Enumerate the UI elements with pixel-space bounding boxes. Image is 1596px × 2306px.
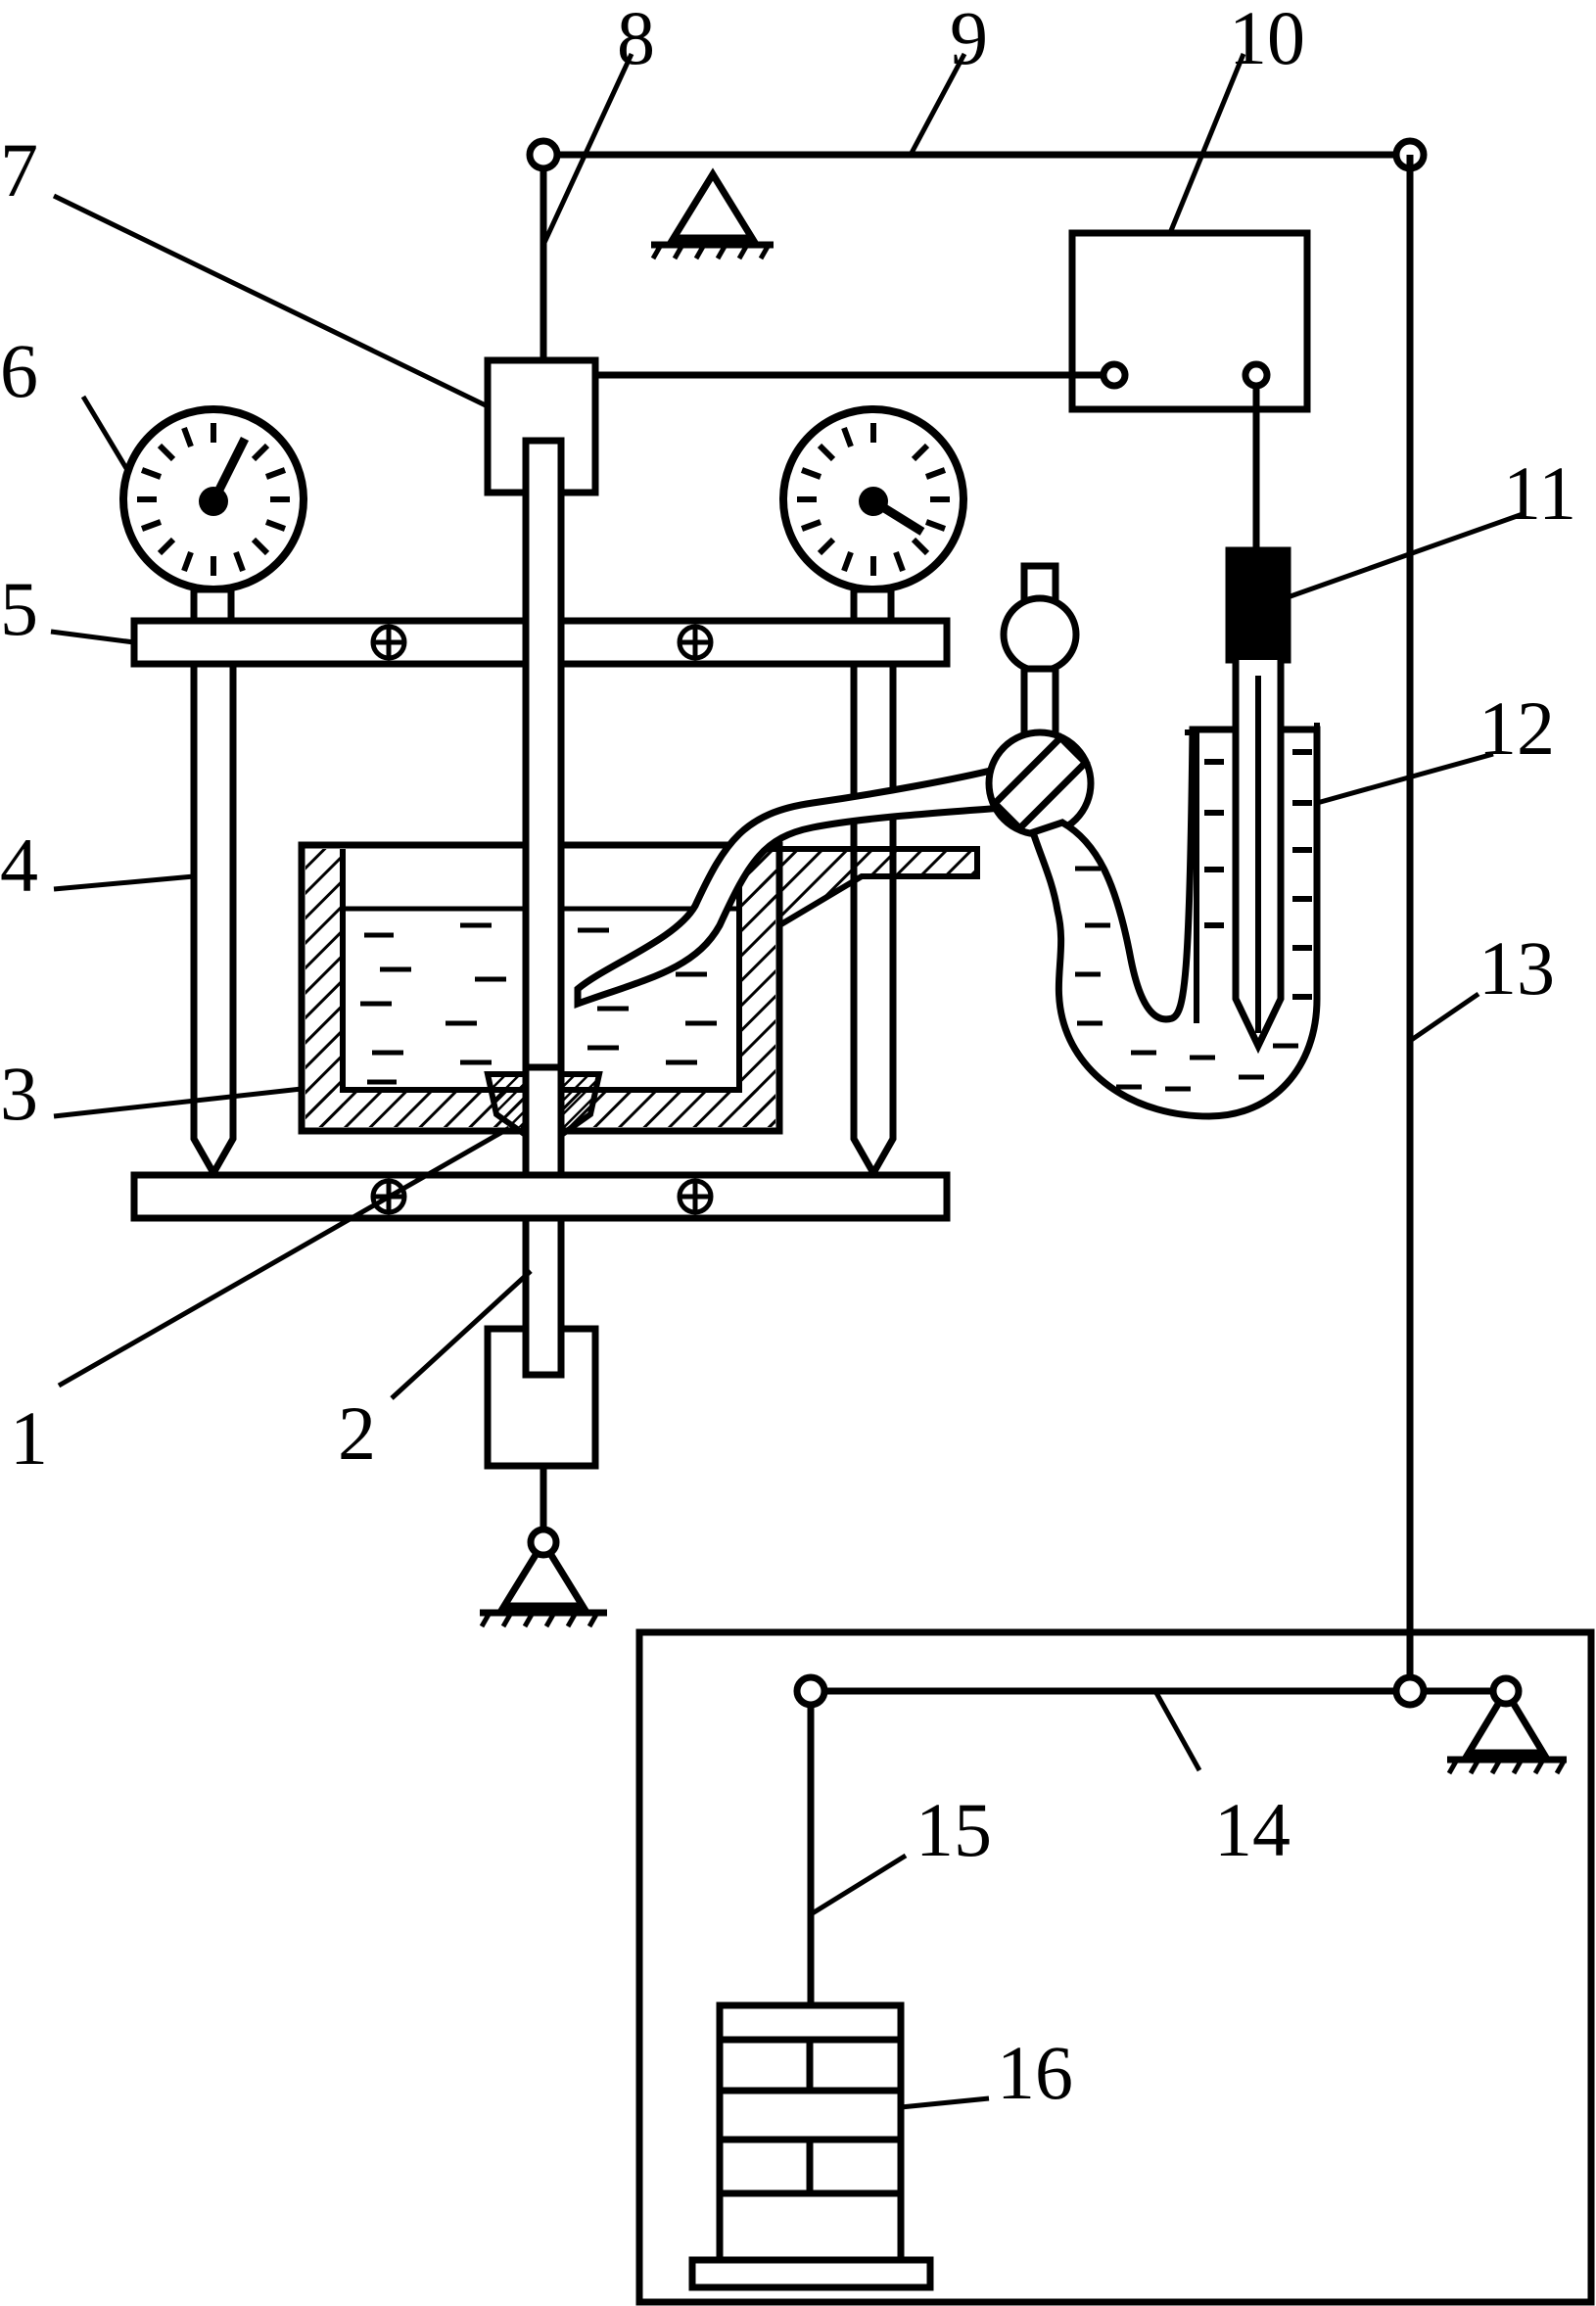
label-10: 10: [1229, 0, 1305, 80]
label-14: 14: [1214, 1787, 1291, 1872]
liquid-marks: [1075, 866, 1298, 1092]
label-1: 1: [10, 1395, 48, 1481]
bolt-icon: [370, 624, 714, 1215]
label-16: 16: [997, 2030, 1073, 2115]
label-12: 12: [1479, 685, 1555, 771]
label-4: 4: [0, 823, 38, 908]
number-labels: 1 2 3 4 5 6 7 8 9 10 11 12 13 14 15 16: [0, 0, 1576, 2115]
label-13: 13: [1479, 925, 1555, 1011]
label-8: 8: [617, 0, 655, 80]
graduated-vessel: [1185, 723, 1320, 1023]
control-box: [1068, 229, 1311, 413]
stacked-weights-icon: [688, 2001, 934, 2291]
label-11: 11: [1503, 450, 1576, 536]
fixed-pivot-support-icon: [479, 1526, 607, 1628]
bottom-lever: [793, 1673, 1506, 1709]
label-15: 15: [915, 1787, 992, 1872]
label-9: 9: [950, 0, 988, 80]
stopcock-valve-icon: [985, 562, 1095, 838]
top-lever: [526, 137, 1428, 172]
electrode-probe: [1225, 546, 1291, 1055]
fixed-pivot-support-icon: [1446, 1674, 1568, 1775]
fixed-pivot-support-icon: [650, 167, 774, 260]
label-2: 2: [338, 1390, 376, 1476]
weight-frame: [635, 1628, 1595, 2306]
label-5: 5: [0, 566, 38, 651]
label-6: 6: [0, 328, 38, 413]
pressure-gauge-icon: [119, 405, 307, 625]
label-3: 3: [0, 1051, 38, 1136]
label-7: 7: [0, 127, 38, 212]
pressure-gauge-icon: [779, 405, 967, 625]
leader-lines: [50, 52, 1524, 2110]
